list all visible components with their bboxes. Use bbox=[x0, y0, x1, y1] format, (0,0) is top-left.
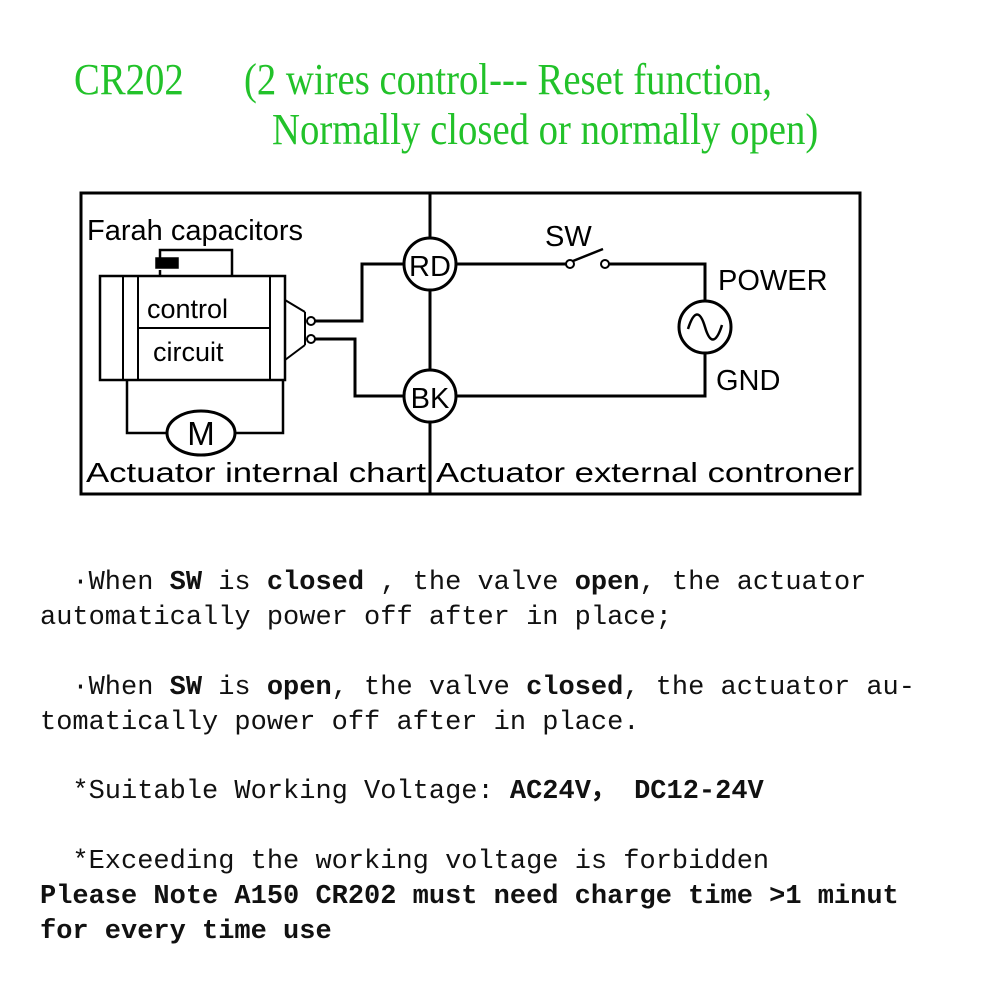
bullet-marker: · bbox=[72, 673, 89, 703]
text-segment: , the actuator automatically power off a… bbox=[40, 568, 883, 633]
motor-wire bbox=[125, 380, 167, 435]
bk-terminal-label: BK bbox=[411, 383, 450, 415]
bullet-marker: * bbox=[72, 847, 89, 877]
text-segment: , the actuator au-tomatically power off … bbox=[40, 673, 915, 738]
text-segment: Suitable Working Voltage: bbox=[88, 777, 510, 807]
wiring-diagram: Farah capacitors control circuit M RD BK… bbox=[79, 191, 862, 496]
bullet-voltage: *Suitable Working Voltage: AC24V， DC12-2… bbox=[40, 740, 980, 810]
bullet-marker: * bbox=[72, 777, 89, 807]
text-segment-bold: open bbox=[266, 673, 332, 703]
internal-caption: Actuator internal chart bbox=[86, 457, 426, 488]
control-label: control bbox=[147, 294, 228, 324]
black-wire bbox=[315, 337, 403, 398]
bullet-sw-open: ·When SW is open, the valve closed, the … bbox=[40, 636, 980, 741]
power-label: POWER bbox=[718, 265, 828, 297]
text-segment: , the valve bbox=[331, 673, 527, 703]
gnd-label: GND bbox=[716, 365, 780, 397]
title-model: CR202 bbox=[74, 55, 184, 104]
title-line-2: Normally closed or normally open) bbox=[272, 105, 819, 154]
text-segment-bold: closed bbox=[526, 673, 624, 703]
switch-icon bbox=[565, 247, 610, 269]
power-wire bbox=[609, 262, 707, 301]
text-segment: , the valve bbox=[364, 568, 575, 598]
motor-wire-right bbox=[235, 380, 285, 435]
rd-terminal-label: RD bbox=[409, 251, 451, 283]
gnd-wire bbox=[456, 353, 707, 398]
capacitor-label: Farah capacitors bbox=[87, 215, 303, 247]
control-circuit-box bbox=[98, 274, 306, 382]
capacitor-icon bbox=[155, 248, 234, 276]
text-segment-bold: SW bbox=[169, 568, 203, 598]
text-segment-bold: AC24V， DC12-24V bbox=[509, 777, 764, 807]
text-segment-bold: closed bbox=[266, 568, 365, 598]
text-segment: When bbox=[88, 568, 170, 598]
bullet-warning: *Exceeding the working voltage is forbid… bbox=[40, 810, 980, 880]
circuit-label: circuit bbox=[153, 337, 224, 367]
bullet-marker: · bbox=[72, 568, 89, 598]
red-wire bbox=[315, 262, 403, 323]
charge-time-note: Please Note A150 CR202 must need charge … bbox=[40, 882, 915, 947]
bullet-sw-closed: ·When SW is closed , the valve open, the… bbox=[40, 531, 980, 636]
text-segment: Exceeding the working voltage is forbidd… bbox=[88, 847, 770, 877]
ac-source-icon bbox=[677, 299, 733, 355]
text-segment-bold: SW bbox=[169, 673, 203, 703]
text-segment: is bbox=[202, 568, 267, 598]
text-segment-bold: open bbox=[574, 568, 640, 598]
diagram-frame bbox=[79, 191, 862, 496]
external-caption: Actuator external controner bbox=[436, 457, 854, 488]
text-segment: When bbox=[88, 673, 170, 703]
title-line-1: (2 wires control--- Reset function, bbox=[244, 55, 772, 104]
motor-label: M bbox=[187, 415, 215, 452]
text-segment: is bbox=[202, 673, 267, 703]
motor-icon bbox=[165, 409, 237, 457]
switch-label: SW bbox=[545, 221, 592, 253]
